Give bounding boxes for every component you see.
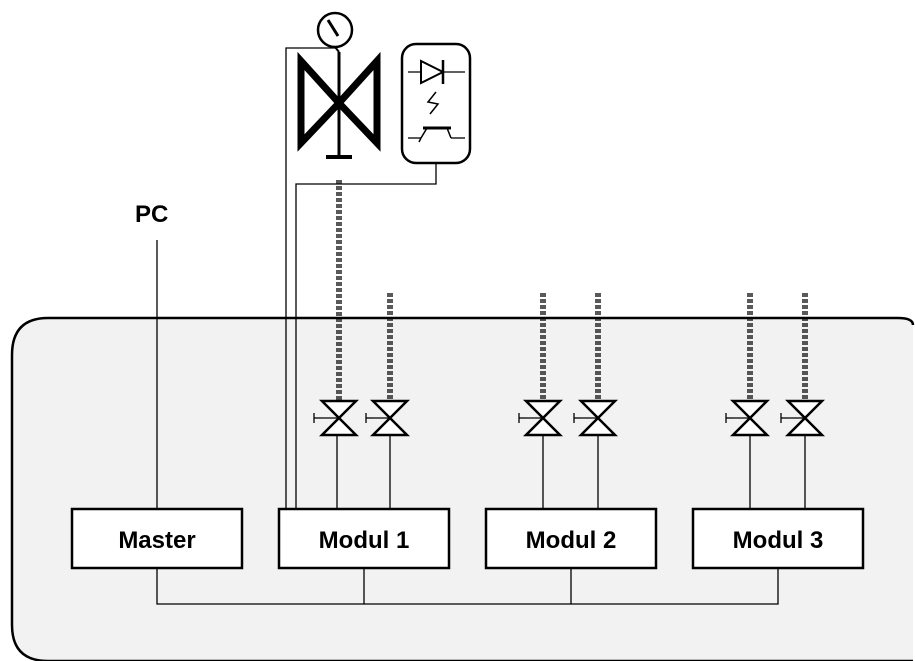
master-label: Master <box>118 527 195 554</box>
module-bus <box>156 568 779 605</box>
modul-1-box: Modul 1 <box>277 507 451 570</box>
master-box: Master <box>70 507 244 570</box>
modul-1-signal-wires <box>285 47 437 509</box>
module-valve-m1-a <box>313 180 360 509</box>
modul-2-box: Modul 2 <box>484 507 658 570</box>
pc-label: PC <box>135 201 168 228</box>
control-cabinet <box>10 316 915 661</box>
pressure-gauge-icon <box>316 11 354 53</box>
module-valve-m2-b <box>573 293 619 509</box>
module-valve-m3-a <box>725 293 771 509</box>
butterfly-valve-icon <box>297 51 381 159</box>
modul-3-label: Modul 3 <box>733 527 824 554</box>
modul-3-box: Modul 3 <box>691 507 865 570</box>
modul-1-label: Modul 1 <box>319 527 410 554</box>
module-valve-m3-b <box>780 293 826 509</box>
modul-2-label: Modul 2 <box>526 527 617 554</box>
optocoupler-icon <box>400 42 472 165</box>
module-valve-m2-a <box>518 293 564 509</box>
module-valve-m1-b <box>365 293 411 509</box>
